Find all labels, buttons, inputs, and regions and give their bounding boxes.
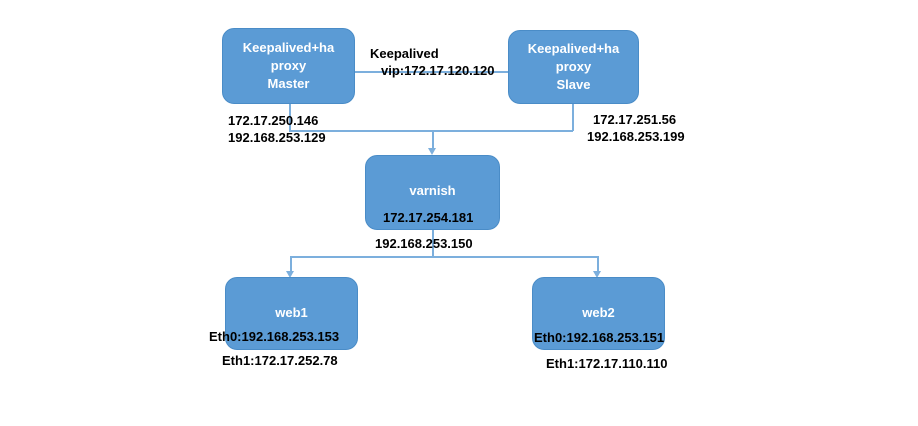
edge-bus-to-varnish — [432, 130, 434, 149]
arrow-bus-to-web2 — [593, 271, 601, 278]
node-varnish-line1: varnish — [409, 183, 456, 198]
edge-varnish-downlink — [432, 229, 434, 257]
label-web1-eth0: Eth0:192.168.253.153 — [209, 329, 340, 344]
edge-bus-to-web2 — [597, 256, 599, 272]
edge-label-keepalived-title: Keepalived — [370, 46, 439, 61]
label-master-ip2: 192.168.253.129 — [228, 130, 326, 145]
label-web2-eth1: Eth1:172.17.110.110 — [546, 356, 668, 371]
node-web1-line1: web1 — [275, 305, 308, 320]
node-slave-line1: Keepalived+ha — [527, 41, 620, 56]
label-slave-ip1: 172.17.251.56 — [593, 112, 677, 127]
edge-bus-to-web1 — [290, 256, 292, 272]
label-master-ip1: 172.17.250.146 — [228, 113, 319, 128]
edge-label-keepalived-vip: vip:172.17.120.120 — [381, 63, 495, 78]
node-slave-line2: proxy — [555, 59, 592, 74]
label-web1-eth1: Eth1:172.17.252.78 — [222, 353, 338, 368]
edge-master-to-slave — [354, 71, 509, 73]
label-varnish-ip: 172.17.254.181 — [383, 210, 474, 225]
label-slave-ip2: 192.168.253.199 — [587, 129, 685, 144]
node-web2[interactable]: web2 — [532, 277, 665, 350]
node-keepalived-haproxy-slave[interactable]: Keepalived+ha proxy Slave — [508, 30, 639, 104]
node-master-line3: Master — [267, 76, 310, 91]
edge-web-bus — [290, 256, 598, 258]
node-varnish[interactable]: varnish — [365, 155, 500, 230]
edge-ha-bus — [289, 130, 573, 132]
node-master-line1: Keepalived+ha — [242, 40, 335, 55]
arrow-bus-to-web1 — [286, 271, 294, 278]
edge-master-downlink — [289, 103, 291, 131]
edge-slave-downlink — [572, 103, 574, 131]
node-master-line2: proxy — [270, 58, 307, 73]
node-slave-line3: Slave — [556, 77, 591, 92]
node-web2-line1: web2 — [582, 305, 615, 320]
label-varnish-downlink-ip: 192.168.253.150 — [375, 236, 473, 251]
label-web2-eth0: Eth0:192.168.253.151 — [534, 330, 665, 345]
node-keepalived-haproxy-master[interactable]: Keepalived+ha proxy Master — [222, 28, 355, 104]
arrow-bus-to-varnish — [428, 148, 436, 155]
node-web1[interactable]: web1 — [225, 277, 358, 350]
